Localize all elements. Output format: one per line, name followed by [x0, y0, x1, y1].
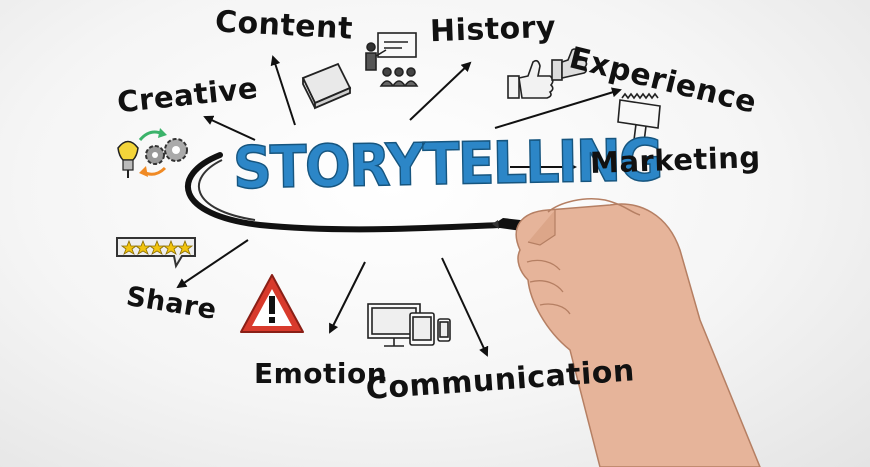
- arrow-creative: [203, 115, 256, 141]
- arrow-share: [176, 239, 249, 289]
- devices-icon: [367, 303, 451, 347]
- branch-emotion: Emotion: [254, 357, 388, 390]
- warning-triangle-icon: [240, 274, 304, 333]
- swoosh-underline: [185, 152, 503, 233]
- arrow-communication: [441, 257, 489, 357]
- branch-marketing: Marketing: [589, 140, 762, 180]
- branch-content: Content: [214, 4, 354, 47]
- arrow-emotion: [329, 261, 366, 334]
- billboard-icon: [617, 92, 661, 143]
- lightbulb-gears-icon: [117, 128, 188, 178]
- thumbs-up-icon: [507, 48, 588, 99]
- rating-stars-icon: [116, 237, 196, 269]
- main-title: STORYTELLING: [232, 125, 663, 202]
- hand-with-marker: [492, 198, 761, 467]
- arrow-content: [270, 55, 296, 126]
- arrow-history: [409, 61, 472, 121]
- branch-history: History: [429, 9, 557, 50]
- presentation-icon: [365, 32, 419, 87]
- arrow-experience: [494, 87, 622, 129]
- book-icon: [301, 62, 352, 110]
- arrows: [176, 55, 622, 357]
